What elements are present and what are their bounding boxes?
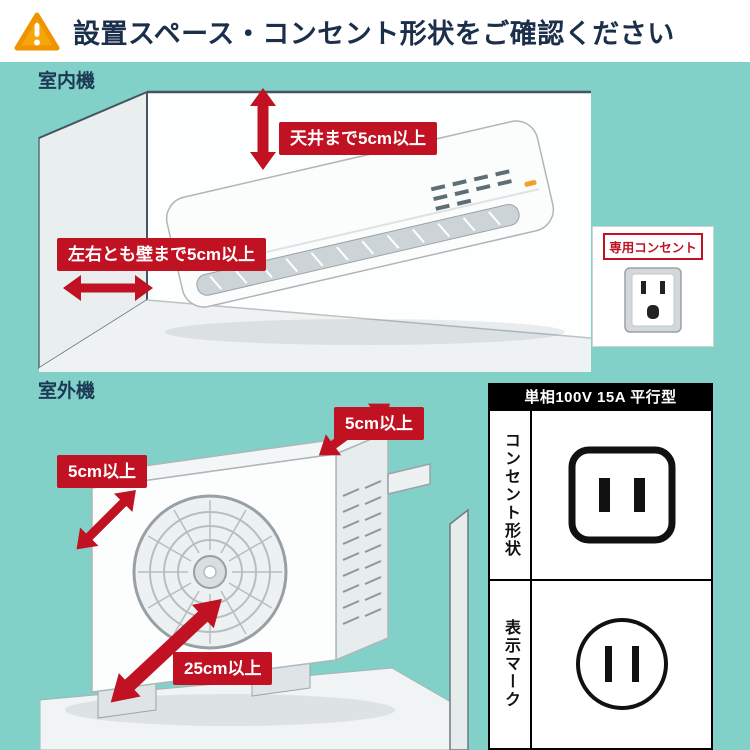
dedicated-outlet-panel: 専用コンセント (592, 226, 714, 347)
outdoor-back-clearance-label: 5cm以上 (57, 455, 148, 488)
dedicated-outlet-label: 専用コンセント (603, 233, 703, 260)
outdoor-unit (91, 430, 431, 693)
outdoor-back-clearance-arrow-icon (66, 479, 150, 563)
fan-grille (132, 494, 288, 650)
side-clearance-label: 左右とも壁まで5cm以上 (57, 238, 267, 271)
outlet-spec-header: 単相100V 15A 平行型 (488, 383, 713, 409)
outdoor-section-label: 室外機 (38, 381, 96, 402)
outlet-shape-label-cell: コンセント形状 (490, 411, 532, 579)
display-mark-label: 表示マーク (502, 619, 519, 710)
circle-display-mark-icon (575, 618, 668, 711)
outdoor-front-clearance-label: 25cm以上 (173, 652, 273, 685)
indoor-section-label: 室内機 (38, 71, 96, 92)
outdoor-front-clearance-arrow-icon (98, 586, 237, 720)
display-mark-icon-cell (532, 581, 711, 749)
table-row: 表示マーク (490, 578, 711, 749)
ceiling-clearance-label: 天井まで5cm以上 (279, 122, 438, 155)
display-mark-label-cell: 表示マーク (490, 580, 532, 748)
outlet-spec-table: 単相100V 15A 平行型 コンセント形状 表示マーク (488, 383, 713, 750)
warning-triangle-icon (14, 12, 60, 50)
side-clearance-arrow-icon (63, 274, 153, 307)
parallel-blade-outlet-icon (568, 446, 675, 544)
outlet-shape-icon-cell (532, 411, 711, 579)
header-bar: 設置スペース・コンセント形状をご確認ください (0, 0, 750, 62)
table-row: コンセント形状 (490, 411, 711, 579)
outdoor-unit-illustration (39, 430, 469, 750)
outlet-shape-label: コンセント形状 (502, 431, 519, 558)
outdoor-top-clearance-label: 5cm以上 (334, 407, 425, 440)
ceiling-clearance-arrow-icon (249, 88, 277, 175)
outlet-spec-body: コンセント形状 表示マーク (488, 409, 713, 750)
page-title: 設置スペース・コンセント形状をご確認ください (73, 18, 675, 49)
wall-outlet-icon (624, 267, 682, 333)
outdoor-illustration (39, 392, 470, 750)
